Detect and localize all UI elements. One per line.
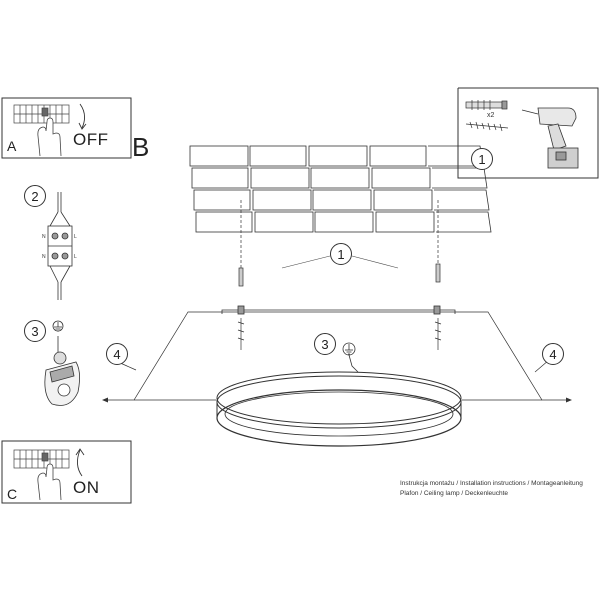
grid-row — [189, 145, 484, 167]
svg-text:N: N — [42, 234, 46, 240]
svg-text:L: L — [74, 254, 77, 260]
caption-product: Plafon / Ceiling lamp / Deckenleuchte — [400, 490, 509, 497]
hand-icon — [37, 117, 62, 157]
grid-row — [195, 211, 492, 233]
plug-count: x2 — [487, 112, 495, 119]
panel-c-letter: C — [7, 486, 18, 502]
panel-a — [1, 97, 132, 159]
rotate-arrow-icon — [75, 448, 85, 477]
grid-row — [193, 189, 490, 211]
tools-box — [457, 87, 599, 179]
earth-symbol-icon — [342, 342, 359, 373]
step-2-wiring-callout: 2 — [24, 185, 46, 207]
grid-row — [191, 167, 488, 189]
step-3-earth-center-callout: 3 — [314, 333, 336, 355]
screw-icon — [465, 121, 509, 132]
svg-text:L: L — [74, 234, 77, 240]
step-3-earth-callout: 3 — [24, 320, 46, 342]
hand-icon — [37, 463, 62, 501]
on-label: ON — [73, 478, 100, 497]
rotate-arrow-icon — [78, 103, 87, 130]
arrow-heads — [102, 397, 572, 403]
panel-b-letter: B — [132, 132, 150, 162]
perspective-lines — [104, 311, 570, 401]
lamp-ring-icon — [216, 371, 462, 447]
panel-a-letter: A — [7, 138, 17, 154]
panel-c — [1, 440, 132, 504]
mounting-bracket-icon — [221, 305, 456, 315]
drill-icon — [521, 107, 579, 169]
earth-clamp-icon — [44, 320, 80, 406]
terminal-block-icon — [47, 192, 73, 300]
off-label: OFF — [73, 130, 109, 149]
caption-title: Instrukcja montażu / Installation instru… — [400, 480, 583, 487]
step-4-screws-left-callout: 4 — [106, 343, 128, 365]
ceiling-grid-icon — [189, 145, 492, 233]
drill-guides — [240, 200, 439, 272]
wall-plug-icon — [238, 263, 441, 287]
fuse-box-icon — [13, 104, 70, 124]
screw-icon — [237, 318, 442, 350]
fuse-box-icon — [13, 449, 70, 469]
step-4-screws-right-callout: 4 — [542, 343, 564, 365]
wall-plug-icon — [465, 100, 508, 110]
step-1-tools-callout: 1 — [471, 148, 493, 170]
svg-text:N: N — [42, 254, 46, 260]
step-1-mounting-callout: 1 — [330, 243, 352, 265]
screw-pointers — [117, 359, 550, 373]
terminal-letters: N L N L — [42, 234, 77, 260]
